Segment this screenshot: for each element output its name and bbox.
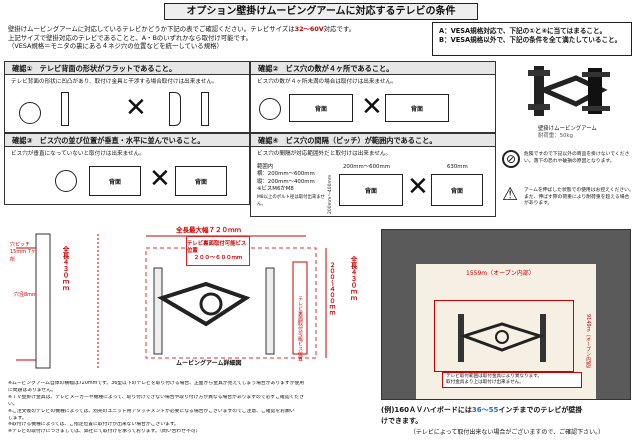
condition-b: B：VESA規格以外で、下記の条件を全て満たしていること。 — [439, 36, 622, 44]
tv-four-holes: 背面 — [289, 94, 353, 122]
tv-bumpy-side-view — [169, 92, 181, 126]
bottom-sub: （テレビによって取付出来ない場合がございますので、ご確認下さい。） — [409, 429, 605, 436]
hole-size-label: 穴径8mm — [14, 292, 37, 298]
arm-caption: ムービングアーム詳細図 — [176, 360, 242, 367]
pitch-dim-height: 200mm〜400mm — [328, 174, 333, 214]
tv-pitch-ok: 背面 — [339, 174, 403, 206]
check-2-panel: 確認② ビス穴の数が４ヶ所であること。 ビス穴の数が４ヶ所未満の場合は取付けは出… — [250, 61, 496, 133]
tv-pitch-ng: 背面 — [431, 174, 483, 206]
room-note: テレビ取付範囲は取付金具により異なります。 取付金具より上は取付け出来ません。 — [442, 372, 582, 388]
room-example-photo: 1559m（オープン内部） 9149m（オープン内部） テレビ取付範囲は取付金具… — [381, 229, 631, 400]
check-2-body: ビス穴の数が４ヶ所未満の場合は取付けは出来ません。 — [257, 79, 397, 85]
pitch-dim-width: 200mm〜600mm — [343, 164, 390, 170]
prohibit-icon: ⊘ — [502, 150, 520, 168]
tv-bumpy-side-view-2 — [201, 92, 209, 126]
tv-area-box — [434, 300, 574, 372]
check-3-heading: 確認③ ビス穴の並び位置が垂直・水平に並んでいること。 — [5, 134, 249, 147]
wall-plate-diagram — [6, 228, 376, 378]
tv-two-holes: 背面 — [385, 94, 449, 122]
opening-width-label: 1559m（オープン内部） — [466, 270, 535, 277]
check-2-heading: 確認② ビス穴の数が４ヶ所であること。 — [251, 62, 495, 75]
bottom-line2: けできます。 — [381, 417, 423, 425]
ng-cross-icon: ✕ — [361, 92, 383, 122]
opening-height-label: 9149m（オープン内部） — [585, 314, 591, 372]
ok-circle-icon — [55, 170, 77, 192]
tv-aligned-holes: 背面 — [89, 166, 141, 196]
check-4-heading: 確認④ ビス穴の間隔（ピッチ）が範囲内であること。 — [251, 134, 495, 147]
arm-detail-drawing — [16, 233, 327, 369]
ng-cross-icon: ✕ — [407, 172, 429, 202]
ok-circle-icon — [259, 98, 281, 120]
pitch-range-notes: 範囲内 横：200mm〜600mm 縦：200mm〜400mm ※ビスM6かM8… — [257, 164, 325, 208]
check-4-panel: 確認④ ビス穴の間隔（ピッチ）が範囲内であること。 ビス穴の間隔が対応範囲外だと… — [250, 133, 496, 217]
tv-rear-label: テレビ裏面取付可能ビス位置 — [297, 296, 303, 361]
ab-conditions-box: A：VESA規格対応で、下記の①と④に当てはまること。 B：VESA規格以外で、… — [432, 22, 632, 56]
tv-pitch-height-label: ２００〜４００ｍｍ — [328, 262, 335, 316]
caution-1: 危険ですので下記以外の商品を掛けないでください。落下の恐れや破損の原因となります… — [524, 152, 630, 164]
check-3-body: ビス穴が垂直になっていないと取付けは出来ません。 — [11, 151, 145, 157]
check-4-body: ビス穴の間隔が対応範囲外だと取付けは出来ません。 — [257, 151, 392, 157]
moving-arm-photo — [526, 60, 612, 122]
footnotes: ※ムービングアーム自体の横幅は720mmです。36型以下のテレビを取り付ける場合… — [8, 381, 305, 435]
intro-text: 壁掛けムービングアームに対応しているテレビかどうか下記の表でご確認ください。テレ… — [8, 25, 418, 51]
intro-line3: （VESA規格＝モニタの裏にある４ネジ穴の位置などを統一している規格） — [8, 42, 223, 51]
ok-circle-icon — [19, 102, 41, 124]
arm-height-label: 全長４３０ｍｍ — [349, 256, 357, 302]
warning-icon: ⚠ — [502, 184, 519, 205]
bottom-main: (例)160ＡＶハイボードには36〜55インチまでのテレビが壁掛 — [381, 406, 583, 414]
intro-line2: 上記サイズで壁掛対応のテレビであることと、A・Bのいずれかなら取付け可能です。 — [8, 33, 253, 42]
pitch-dim-width-ng: 630mm — [447, 164, 468, 170]
caution-2: アームを伸ばした状態での使用はお控えください。また、伸ばす際の荷重により耐荷重を… — [524, 188, 634, 207]
product-caption: 壁掛けムービングアーム 耐荷重：50kg — [538, 126, 597, 140]
arm-max-width-label: 全長最大幅７２０ｍｍ — [176, 226, 241, 234]
intro-line1: 壁掛けムービングアームに対応しているテレビかどうか下記の表でご確認ください。テレ… — [8, 25, 356, 33]
check-1-panel: 確認① テレビ背面の形状がフラットであること。 テレビ背面の形状に凹凸があり、取… — [4, 61, 250, 133]
page-title: オプション壁掛けムービングアームに対応するテレビの条件 — [164, 3, 478, 20]
tv-skewed-holes: 背面 — [175, 166, 227, 196]
hole-pitch-label: 穴ピッチ15mm 7ヶ所 — [10, 242, 36, 263]
ng-cross-icon: ✕ — [125, 93, 147, 123]
check-3-panel: 確認③ ビス穴の並び位置が垂直・水平に並んでいること。 ビス穴が垂直になっていな… — [4, 133, 250, 205]
condition-a: A：VESA規格対応で、下記の①と④に当てはまること。 — [439, 27, 607, 35]
moving-arm-icon — [528, 66, 610, 116]
ng-cross-icon: ✕ — [149, 164, 171, 194]
bottom-caption: (例)160ＡＶハイボードには36〜55インチまでのテレビが壁掛 けできます。 … — [381, 405, 633, 438]
total-height-label: 全長４３０ｍｍ — [61, 246, 69, 292]
tv-pitch-box: テレビ裏面取付可能ビス位置 ２００〜６００ｍｍ — [186, 236, 250, 266]
room-arm-drawing — [452, 310, 552, 370]
check-1-body: テレビ背面の形状に凹凸があり、取付け金具と干渉する場合取付けは出来ません。 — [11, 79, 218, 85]
check-1-heading: 確認① テレビ背面の形状がフラットであること。 — [5, 62, 249, 75]
tv-flat-side-view — [61, 92, 69, 126]
